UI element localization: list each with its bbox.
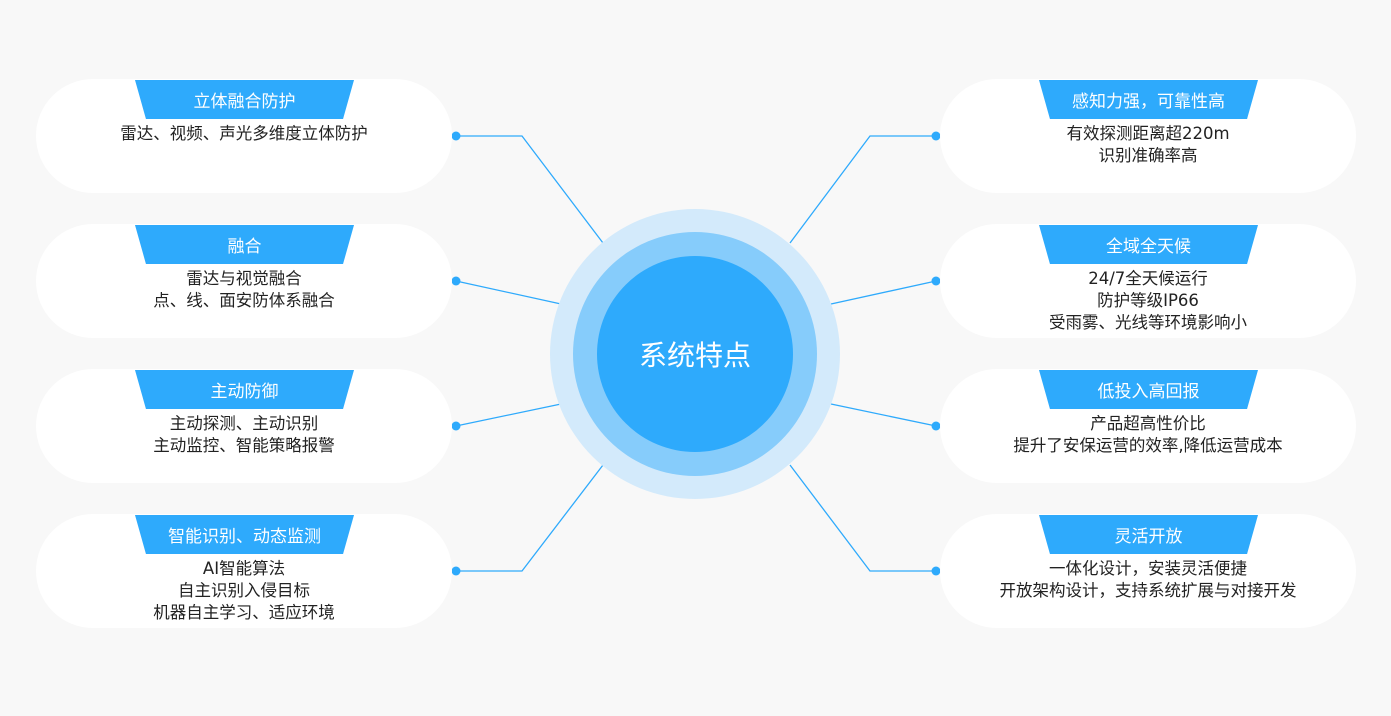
feature-description-line: 自主识别入侵目标 — [178, 581, 310, 600]
connector-left-2 — [455, 280, 562, 305]
feature-title-banner: 全域全天候 — [1039, 225, 1258, 264]
feature-description-line: 防护等级IP66 — [1097, 291, 1199, 310]
connector-left-3 — [455, 403, 562, 427]
feature-description-line: 提升了安保运营的效率,降低运营成本 — [1013, 436, 1283, 455]
right-feature-card-1: 感知力强，可靠性高有效探测距离超220m 识别准确率高 — [940, 79, 1356, 193]
feature-description-line: 雷达与视觉融合 — [186, 269, 302, 288]
connector-dot — [931, 566, 941, 576]
feature-description-line: 主动探测、主动识别 — [169, 414, 319, 433]
feature-title-banner: 感知力强，可靠性高 — [1039, 80, 1258, 119]
feature-description-line: AI智能算法 — [202, 559, 286, 578]
feature-title-banner: 立体融合防护 — [135, 80, 354, 119]
right-feature-card-4: 灵活开放一体化设计，安装灵活便捷开放架构设计，支持系统扩展与对接开发 — [940, 514, 1356, 628]
center-circle — [597, 256, 793, 452]
feature-description-line: 识别准确率高 — [1098, 146, 1198, 165]
connector-right-1 — [789, 135, 936, 244]
feature-title-banner: 灵活开放 — [1039, 515, 1258, 554]
feature-description-line: 机器自主学习、适应环境 — [153, 603, 335, 622]
feature-description-line: 一体化设计，安装灵活便捷 — [1049, 559, 1247, 578]
left-feature-card-2: 融合雷达与视觉融合点、线、面安防体系融合 — [36, 224, 452, 338]
feature-description: 主动探测、主动识别主动监控、智能策略报警 — [36, 413, 452, 457]
connector-left-1 — [456, 135, 604, 244]
feature-description: AI智能算法自主识别入侵目标机器自主学习、适应环境 — [36, 558, 452, 624]
connector-dot — [931, 421, 941, 431]
left-feature-card-3: 主动防御主动探测、主动识别主动监控、智能策略报警 — [36, 369, 452, 483]
feature-description-line: 24/7全天候运行 — [1088, 269, 1208, 288]
connector-left-4 — [456, 464, 604, 572]
feature-description-line: 开放架构设计，支持系统扩展与对接开发 — [999, 581, 1297, 600]
feature-description-line: 雷达、视频、声光多维度立体防护 — [120, 124, 368, 143]
feature-description-line: 产品超高性价比 — [1090, 414, 1206, 433]
feature-description: 雷达与视觉融合点、线、面安防体系融合 — [36, 268, 452, 312]
feature-title-banner: 智能识别、动态监测 — [135, 515, 354, 554]
right-feature-card-2: 全域全天候 24/7全天候运行防护等级IP66 受雨雾、光线等环境影响小 — [940, 224, 1356, 338]
feature-title-banner: 低投入高回报 — [1039, 370, 1258, 409]
connector-dot — [931, 276, 941, 286]
feature-description: 有效探测距离超220m 识别准确率高 — [940, 123, 1356, 167]
feature-title-banner: 主动防御 — [135, 370, 354, 409]
feature-description-line: 主动监控、智能策略报警 — [153, 436, 335, 455]
feature-description-line: 点、线、面安防体系融合 — [153, 291, 335, 310]
feature-description: 一体化设计，安装灵活便捷开放架构设计，支持系统扩展与对接开发 — [940, 558, 1356, 602]
connector-dot — [451, 421, 461, 431]
connector-right-2 — [830, 280, 937, 305]
feature-description: 雷达、视频、声光多维度立体防护 — [36, 123, 452, 145]
right-feature-card-3: 低投入高回报产品超高性价比提升了安保运营的效率,降低运营成本 — [940, 369, 1356, 483]
feature-description-line: 受雨雾、光线等环境影响小 — [1049, 313, 1247, 332]
left-feature-card-1: 立体融合防护雷达、视频、声光多维度立体防护 — [36, 79, 452, 193]
connector-right-4 — [789, 464, 936, 572]
feature-description-line: 有效探测距离超220m — [1066, 124, 1230, 143]
connector-dot — [451, 276, 461, 286]
feature-description: 产品超高性价比提升了安保运营的效率,降低运营成本 — [940, 413, 1356, 457]
feature-title-banner: 融合 — [135, 225, 354, 264]
connector-dot — [451, 566, 461, 576]
connector-dot — [451, 131, 461, 141]
feature-description: 24/7全天候运行防护等级IP66 受雨雾、光线等环境影响小 — [940, 268, 1356, 334]
connector-right-3 — [830, 403, 937, 427]
center-title: 系统特点 — [638, 339, 751, 372]
left-feature-card-4: 智能识别、动态监测 AI智能算法自主识别入侵目标机器自主学习、适应环境 — [36, 514, 452, 628]
connector-dot — [931, 131, 941, 141]
